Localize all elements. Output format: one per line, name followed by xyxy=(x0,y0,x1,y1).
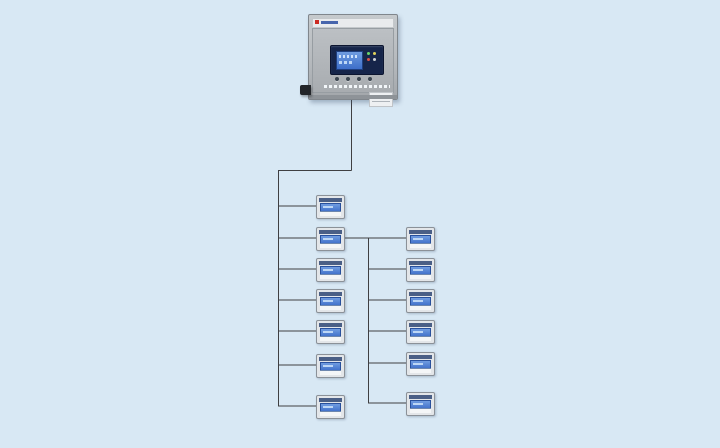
gas-alarm-controller xyxy=(300,14,398,107)
power-led xyxy=(367,52,370,55)
lcd-screen xyxy=(336,51,363,70)
detector-top-band xyxy=(319,398,342,402)
detector-label xyxy=(410,243,431,248)
detector-top-band xyxy=(409,355,432,359)
alarm-led xyxy=(367,58,370,61)
detector-label xyxy=(320,243,341,248)
detector-label xyxy=(410,305,431,310)
detector-right-2 xyxy=(406,258,435,282)
detector-right-1 xyxy=(406,227,435,251)
detector-top-band xyxy=(319,357,342,361)
panel-button xyxy=(335,77,339,81)
detector-label xyxy=(320,370,341,375)
detector-right-4 xyxy=(406,320,435,344)
detector-label xyxy=(410,368,431,373)
controller-title-text xyxy=(324,85,390,88)
detector-left-3 xyxy=(316,258,345,282)
controller-faceplate xyxy=(312,28,394,107)
detector-right-6 xyxy=(406,392,435,416)
detector-label xyxy=(320,305,341,310)
fault-led xyxy=(373,52,376,55)
detector-label xyxy=(320,274,341,279)
detector-top-band xyxy=(409,261,432,265)
detector-label xyxy=(410,274,431,279)
cable-gland xyxy=(300,85,311,95)
detector-label xyxy=(320,336,341,341)
brand-logo-icon xyxy=(315,20,319,24)
detector-top-band xyxy=(319,261,342,265)
detector-label xyxy=(320,411,341,416)
detector-right-5 xyxy=(406,352,435,376)
detector-top-band xyxy=(319,198,342,202)
detector-left-1 xyxy=(316,195,345,219)
detector-label xyxy=(410,336,431,341)
detector-top-band xyxy=(319,292,342,296)
detector-top-band xyxy=(409,323,432,327)
detector-top-band xyxy=(319,323,342,327)
brand-logo-text xyxy=(321,21,338,24)
detector-left-4 xyxy=(316,289,345,313)
detector-label xyxy=(320,211,341,216)
panel-button xyxy=(368,77,372,81)
display-bezel xyxy=(330,45,384,75)
detector-left-2 xyxy=(316,227,345,251)
detector-left-5 xyxy=(316,320,345,344)
detector-top-band xyxy=(409,395,432,399)
panel-button xyxy=(357,77,361,81)
detector-top-band xyxy=(409,230,432,234)
detector-left-7 xyxy=(316,395,345,419)
controller-header-strip xyxy=(312,18,394,28)
detector-label xyxy=(410,408,431,413)
detector-top-band xyxy=(409,292,432,296)
detector-top-band xyxy=(319,230,342,234)
detector-right-3 xyxy=(406,289,435,313)
detector-left-6 xyxy=(316,354,345,378)
status-led xyxy=(373,58,376,61)
controller-base xyxy=(309,95,397,99)
button-row xyxy=(335,77,379,81)
panel-button xyxy=(346,77,350,81)
